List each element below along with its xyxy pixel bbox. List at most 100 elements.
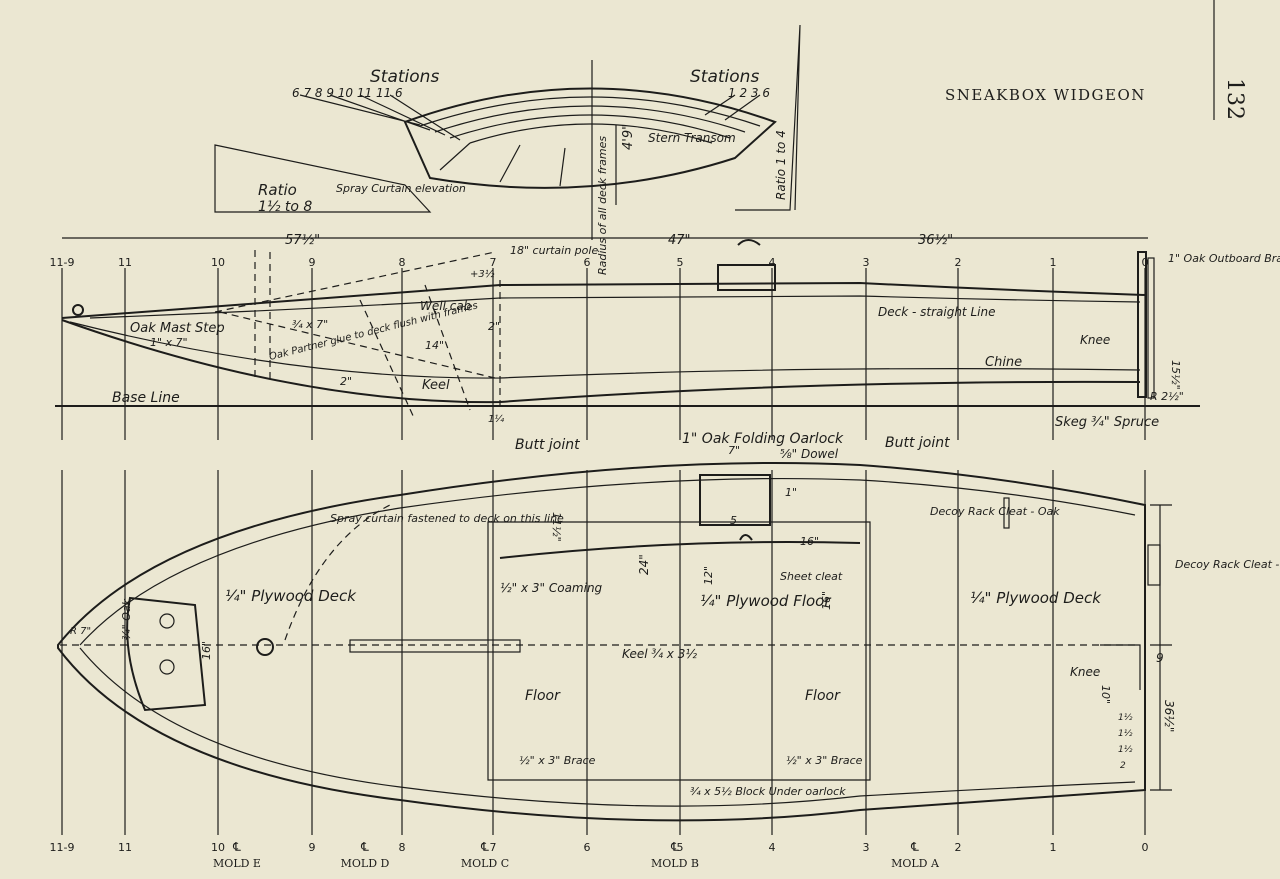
bottom-profile — [61, 319, 1141, 404]
station-label-top: 1 — [1050, 256, 1057, 269]
coaming-label: ½" x 3" Coaming — [500, 581, 603, 595]
base-line-label: Base Line — [112, 390, 180, 406]
ratio-left-value: 1½ to 8 — [258, 199, 312, 215]
dim-2b: 2" — [340, 375, 352, 388]
keel-plank — [349, 639, 521, 653]
section-view: Stations 6 7 8 9 10 11 11.6 Stations 1 2… — [214, 24, 801, 275]
sheet-cleat-label: Sheet cleat — [780, 570, 843, 583]
ratio-right-label: Ratio 1 to 4 — [774, 130, 788, 200]
mold-label: MOLD B — [651, 857, 699, 870]
plywood-deck-left-label: ¼" Plywood Deck — [225, 587, 357, 605]
station-label-bottom: 9 — [309, 841, 316, 854]
station-label-top: 0 — [1142, 256, 1149, 269]
station-label-bottom: 4 — [769, 841, 776, 854]
profile-hidden-lines — [214, 250, 501, 421]
spray-curtain-line — [284, 504, 391, 641]
oarlock-profile — [717, 239, 776, 291]
station-label-bottom: 5 — [677, 841, 684, 854]
dim-1: 1" — [785, 486, 797, 499]
oak-mast-step-size: 1" x 7" — [150, 336, 188, 349]
mast-hole-icon — [256, 638, 274, 656]
dim-24: 24" — [637, 554, 651, 575]
bow-eye-icon — [72, 304, 84, 316]
oak-partner-size: ¾ x 7" — [292, 318, 328, 331]
ratio-left-label: Ratio — [258, 181, 297, 199]
chine-line — [69, 321, 1141, 379]
station-label-bottom: 3 — [863, 841, 870, 854]
dim-small: +3½ — [470, 268, 495, 280]
spray-curtain-elevation-label: Spray Curtain elevation — [336, 182, 466, 195]
r7-label: R 7" — [70, 626, 91, 637]
dim-stack-1: 1½ — [1118, 713, 1133, 723]
plywood-floor-label: ¼" Plywood Floor — [700, 592, 831, 610]
block-label: ¾ x 5½ Block Under oarlock — [690, 785, 846, 798]
mold-labels: ℄MOLD E℄MOLD D℄MOLD C℄MOLD B℄MOLD A — [213, 840, 940, 870]
dim-10: 10" — [1099, 685, 1112, 704]
stations-left-label: Stations — [370, 67, 439, 87]
station-label-top: 10 — [211, 256, 225, 269]
mold-label: MOLD C — [461, 857, 509, 870]
dim-right: 36½" — [918, 233, 953, 248]
station-lines — [61, 268, 1146, 835]
dim-16c: 16" — [200, 641, 213, 660]
mold-center-mark: ℄ — [670, 840, 679, 854]
station-label-bottom: 11 — [118, 841, 132, 854]
well-cab-label: Well cab — [420, 299, 472, 313]
decoy-rack-cleat-inner — [1003, 497, 1010, 529]
decoy-rack-cleat-outer — [1147, 544, 1161, 586]
keel-label: Keel — [422, 378, 450, 393]
dim-12: 12" — [702, 566, 715, 585]
station-label-bottom: 11-9 — [50, 841, 75, 854]
knee-plan — [1100, 644, 1141, 690]
dim-11: 11½" — [550, 512, 563, 542]
station-label-bottom: 10 — [211, 841, 225, 854]
plywood-deck-right-label: ¼" Plywood Deck — [970, 589, 1102, 607]
section-outline — [403, 87, 777, 189]
bow-oak-label: ¾" Oak — [120, 598, 133, 640]
dim-16b: 16" — [820, 591, 833, 610]
stations-right-numbers: 1 2 3 6 — [728, 86, 770, 100]
transom-dims — [1150, 504, 1172, 791]
hull-plan-inner — [79, 477, 1136, 807]
oarlock-label: 1" Oak Folding Oarlock — [682, 431, 844, 447]
skeg-label: Skeg ¾" Spruce — [1055, 415, 1159, 430]
outboard-bracket — [1147, 257, 1155, 399]
floor-left-label: Floor — [525, 688, 561, 704]
mold-center-mark: ℄ — [360, 840, 369, 854]
stations-right-label: Stations — [690, 67, 759, 87]
mold-label: MOLD D — [341, 857, 390, 870]
knee-plan-label: Knee — [1070, 665, 1100, 679]
mold-center-mark: ℄ — [232, 840, 241, 854]
chine-label: Chine — [985, 355, 1022, 370]
deck-straight-line-label: Deck - straight Line — [878, 305, 995, 319]
profile-view: 57½" 47" 36½" 18" curtain pole +3½ Oak M… — [55, 233, 1280, 430]
station-label-top: 3 — [863, 256, 870, 269]
station-label-bottom: 7 — [490, 841, 497, 854]
dim-9: 9 — [1156, 651, 1164, 665]
station-label-top: 2 — [955, 256, 962, 269]
r-dim-label: R 2½" — [1150, 390, 1184, 403]
deck-line — [89, 295, 1141, 319]
dim-stack-3: 1½ — [1118, 745, 1133, 755]
plan-view: Butt joint Butt joint 1" Oak Folding Oar… — [57, 431, 1280, 822]
bow-block — [126, 596, 207, 712]
dim-2a: 2" — [488, 320, 500, 333]
station-label-top: 8 — [399, 256, 406, 269]
mold-label: MOLD E — [213, 857, 261, 870]
stations-left-numbers: 6 7 8 9 10 11 11.6 — [292, 86, 403, 100]
sheer-line — [61, 281, 1146, 319]
brace-left-label: ½" x 3" Brace — [519, 754, 596, 767]
dim-1q: 1¼ — [488, 413, 504, 425]
station-label-top: 9 — [309, 256, 316, 269]
section-inner-lines — [419, 96, 761, 187]
section-arrows — [299, 94, 761, 141]
butt-joint-right-label: Butt joint — [885, 435, 950, 451]
section-frame-right — [735, 24, 801, 211]
knee-profile-label: Knee — [1080, 333, 1110, 347]
station-label-bottom: 6 — [584, 841, 591, 854]
curtain-pole-label: 18" curtain pole — [510, 244, 598, 257]
oak-bracket-label: 1" Oak Outboard Bracket — [1168, 252, 1280, 265]
